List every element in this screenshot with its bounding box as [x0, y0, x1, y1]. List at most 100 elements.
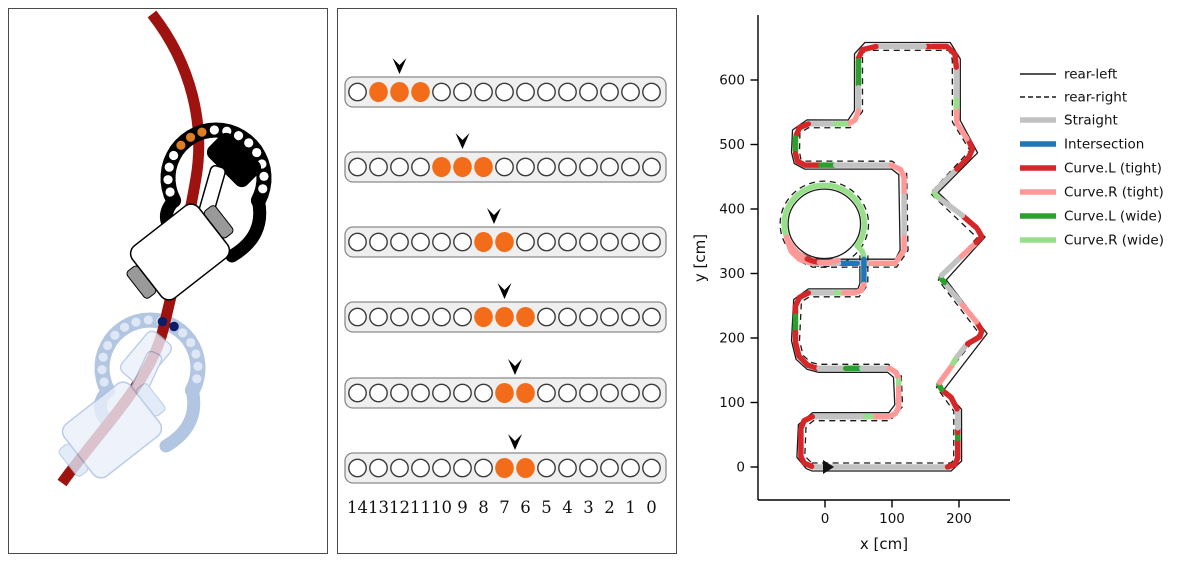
- track-segment: [852, 281, 867, 296]
- sensor-cell: [642, 157, 661, 177]
- sensor-cell: [600, 307, 619, 327]
- sensor-cell: [537, 383, 556, 403]
- y-axis-label: y [cm]: [691, 234, 709, 282]
- sensor-cell: [453, 458, 472, 478]
- front-robot-group: [126, 122, 272, 301]
- ring-dot: [169, 150, 179, 161]
- track-segment: [964, 321, 985, 347]
- sensor-cell-active: [453, 157, 472, 177]
- loop-arc: [783, 234, 811, 262]
- sensor-cell: [390, 307, 409, 327]
- ring-dot-active: [176, 140, 186, 150]
- sensor-cell: [516, 232, 535, 252]
- y-tick-label: 200: [719, 331, 745, 347]
- sensor-cell: [390, 232, 409, 252]
- sensor-cell: [579, 307, 598, 327]
- sensor-index-label: 14: [347, 498, 368, 517]
- sensor-cell: [621, 157, 640, 177]
- loop-arc: [781, 182, 868, 249]
- track-segment: [845, 108, 862, 127]
- ring-dot: [143, 315, 153, 325]
- sensor-row: [344, 283, 667, 333]
- track-segment: [940, 388, 960, 412]
- track-segment: [793, 121, 812, 139]
- track-segment: [792, 339, 820, 372]
- ring-leg-right: [159, 384, 201, 453]
- line-position-arrow: [392, 58, 407, 74]
- robot-body: [129, 203, 231, 301]
- ring-dot: [192, 374, 202, 384]
- sensor-cell: [579, 157, 598, 177]
- sensor-cell: [642, 232, 661, 252]
- y-tick-label: 0: [736, 460, 745, 476]
- sensor-cell: [369, 383, 388, 403]
- track-segment: [945, 45, 960, 70]
- rear-left-line: [790, 41, 988, 472]
- sensor-cell: [558, 307, 577, 327]
- sensor-cell: [369, 157, 388, 177]
- legend-item: rear-right: [1020, 90, 1127, 106]
- sensor-index-label: 5: [541, 498, 552, 517]
- sensor-cell: [369, 307, 388, 327]
- sensor-cell: [474, 383, 493, 403]
- sensor-cell: [537, 157, 556, 177]
- sensor-cell: [579, 232, 598, 252]
- track-segment: [931, 189, 940, 200]
- sensor-cell: [600, 383, 619, 403]
- sensor-index-label: 8: [478, 498, 489, 517]
- sensor-row: [344, 58, 667, 108]
- sensor-cell: [432, 383, 451, 403]
- sensor-cell-active: [495, 458, 514, 478]
- sensor-cell: [348, 307, 367, 327]
- ring-mount-box: [206, 132, 262, 188]
- sensor-index-label: 6: [520, 498, 531, 517]
- sensor-cell: [453, 383, 472, 403]
- sensor-index-label: 4: [562, 498, 573, 517]
- sensor-cell: [558, 82, 577, 102]
- line-position-arrow: [455, 133, 470, 149]
- y-tick-label: 600: [719, 73, 745, 89]
- line-position-arrow: [508, 434, 522, 450]
- legend-label: Curve.R (wide): [1064, 233, 1164, 249]
- sensor-index-label: 1: [625, 498, 636, 517]
- track-segment: [885, 404, 902, 420]
- ring-dot: [98, 352, 108, 362]
- ring-dot: [193, 361, 203, 371]
- ring-dot: [186, 337, 196, 348]
- ring-dot: [165, 187, 175, 197]
- sensor-cell-active: [474, 157, 493, 177]
- sensor-cell: [474, 82, 493, 102]
- track-segment: [938, 275, 948, 286]
- legend-label: rear-left: [1064, 67, 1117, 83]
- sensor-row: [344, 133, 667, 183]
- x-axis-label: x [cm]: [860, 535, 908, 553]
- sensor-cell: [411, 157, 430, 177]
- sensor-cell: [348, 232, 367, 252]
- sensor-cell: [558, 232, 577, 252]
- ring-dot: [164, 162, 174, 172]
- track-segment: [942, 281, 963, 304]
- sensor-cell: [369, 232, 388, 252]
- sensor-cell: [348, 82, 367, 102]
- sensor-cell-active: [474, 307, 493, 327]
- ring-dot: [244, 138, 254, 148]
- sensor-cell-active: [390, 82, 409, 102]
- sensor-cell-active: [369, 82, 388, 102]
- ring-dot: [191, 349, 201, 359]
- sensor-cell: [495, 157, 514, 177]
- sensor-index-label: 3: [583, 498, 594, 517]
- ring-dot-active: [197, 127, 207, 137]
- sensor-cell: [432, 82, 451, 102]
- sensor-cell: [621, 458, 640, 478]
- legend-label: Curve.L (tight): [1064, 161, 1162, 177]
- sensor-index-label: 2: [604, 498, 615, 517]
- legend-item: Straight: [1020, 113, 1118, 129]
- track-segment: [944, 455, 961, 470]
- sensor-cell: [432, 307, 451, 327]
- legend-label: Curve.R (tight): [1064, 185, 1164, 201]
- sensor-cell: [348, 157, 367, 177]
- ring-dot: [259, 171, 269, 181]
- sensor-index-label: 13: [368, 498, 389, 517]
